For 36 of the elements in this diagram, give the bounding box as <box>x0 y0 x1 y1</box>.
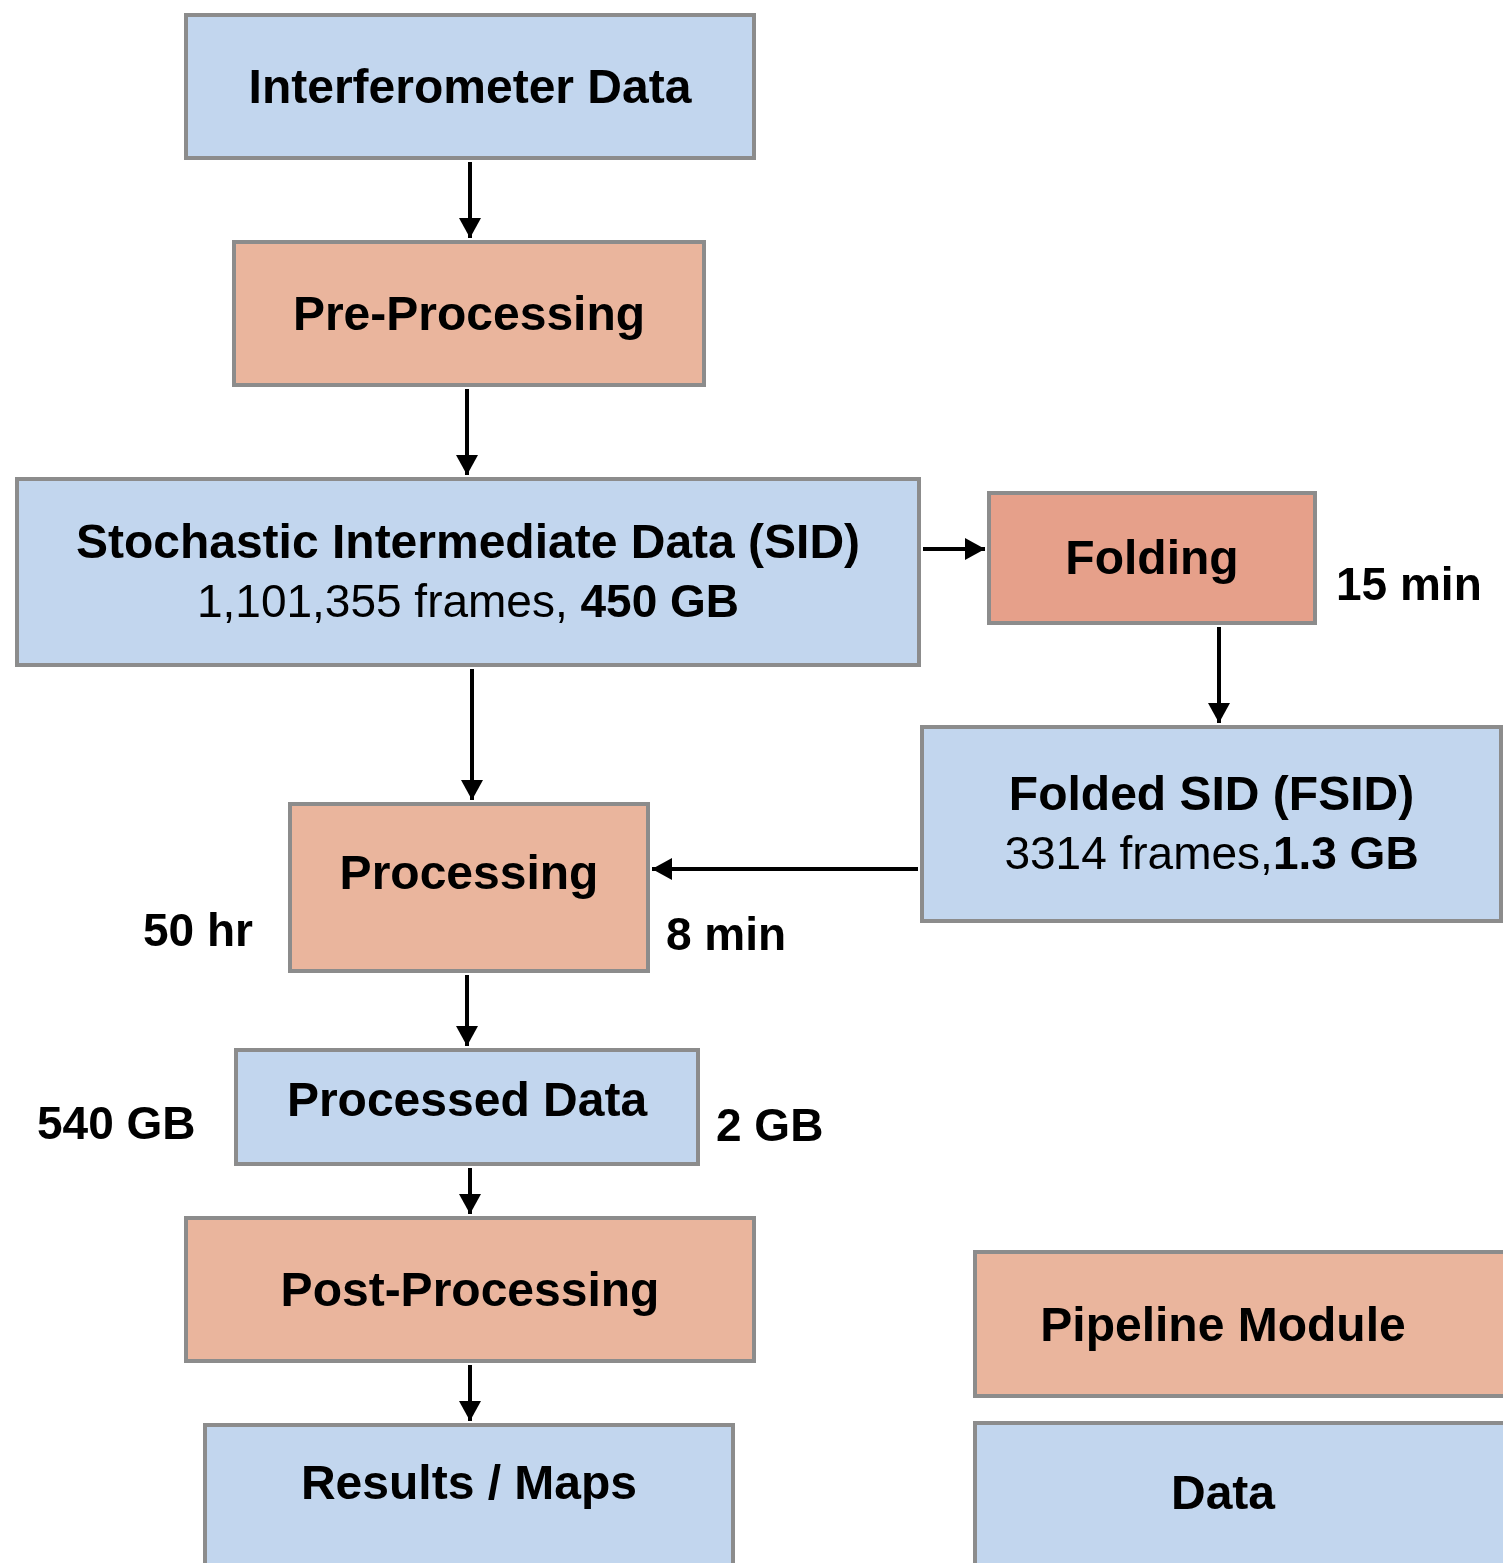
data-box <box>203 1423 735 1563</box>
box-title: Interferometer Data <box>248 58 692 115</box>
process-box <box>288 802 650 973</box>
box-title: Stochastic Intermediate Data (SID) <box>75 514 861 571</box>
box-title: Folding <box>1065 530 1239 586</box>
arrow <box>456 975 478 1046</box>
arrow <box>652 858 918 880</box>
annotation-text: 540 GB <box>37 1096 196 1150</box>
arrow <box>459 1365 481 1421</box>
data-box <box>234 1048 700 1166</box>
process-box <box>987 491 1317 625</box>
box-title: Pre-Processing <box>292 285 646 342</box>
legend-label: Data <box>1170 1464 1275 1520</box>
box-title: Processing <box>339 844 599 901</box>
data-box <box>15 477 921 667</box>
arrow <box>459 162 481 238</box>
annotation-text: 50 hr <box>143 903 253 957</box>
arrow <box>923 538 985 560</box>
box-title: Folded SID (FSID) <box>1008 766 1415 823</box>
process-box <box>184 1216 756 1363</box>
arrow <box>459 1168 481 1214</box>
arrow <box>1208 627 1230 723</box>
box-title: Processed Data <box>286 1072 648 1128</box>
box-detail: 1,101,355 frames, 450 GB <box>196 574 740 630</box>
legend-label: Pipeline Module <box>1040 1296 1406 1352</box>
data-box <box>920 725 1503 923</box>
box-detail: 3314 frames,1.3 GB <box>1004 826 1419 882</box>
arrow <box>456 389 478 475</box>
process-box <box>232 240 706 387</box>
annotation-text: 15 min <box>1336 557 1482 611</box>
box-title: Results / Maps <box>300 1455 638 1511</box>
annotation-text: 8 min <box>666 907 787 961</box>
arrow <box>461 669 483 800</box>
annotation-text: 2 GB <box>716 1098 824 1152</box>
box-title: Post-Processing <box>280 1261 660 1318</box>
data-box <box>184 13 756 160</box>
